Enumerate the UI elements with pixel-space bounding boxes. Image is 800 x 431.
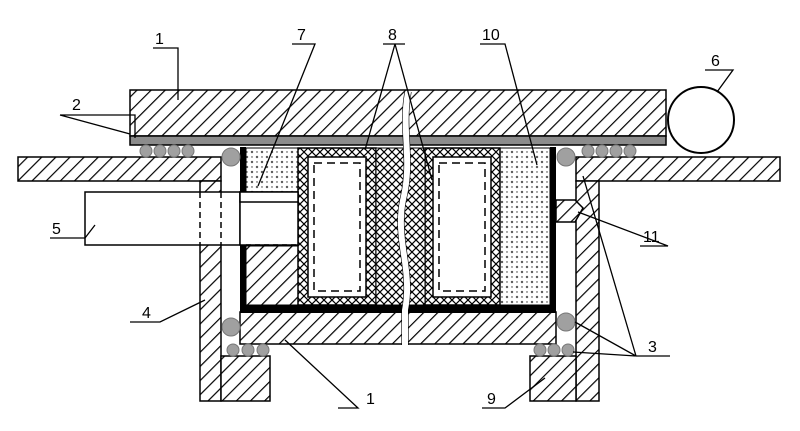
ball: [221, 147, 241, 167]
ball: [595, 144, 609, 158]
frame-right-top: [575, 156, 781, 182]
inner-container-right: [550, 147, 556, 312]
label-1-top: 1: [155, 31, 164, 48]
shaft-key: [239, 191, 299, 203]
plug-element: [555, 199, 584, 223]
ball: [153, 144, 167, 158]
roller-circle: [667, 86, 735, 154]
bottom-housing: [239, 311, 557, 345]
label-7: 7: [297, 27, 306, 44]
crack-fill: [397, 92, 411, 345]
ball: [241, 343, 255, 357]
bottom-block-right: [529, 355, 577, 402]
ball: [226, 343, 240, 357]
cell-right: [432, 156, 492, 298]
ball: [256, 343, 270, 357]
label-9: 9: [487, 391, 496, 408]
label-4: 4: [142, 305, 151, 322]
ball: [609, 144, 623, 158]
ball: [561, 343, 575, 357]
ball: [221, 317, 241, 337]
ball: [167, 144, 181, 158]
label-5: 5: [52, 221, 61, 238]
ball: [547, 343, 561, 357]
shaft-outer: [84, 191, 241, 246]
balls-group: [139, 144, 637, 357]
ball: [623, 144, 637, 158]
cell-left: [307, 156, 367, 298]
frame-left-top: [17, 156, 222, 182]
bottom-block-left: [220, 355, 271, 402]
ball: [181, 144, 195, 158]
cell-right-dashed: [438, 162, 486, 292]
label-8: 8: [388, 27, 397, 44]
label-2: 2: [72, 97, 81, 114]
ball: [139, 144, 153, 158]
label-11: 11: [643, 229, 660, 246]
inner-container-bottom: [240, 305, 556, 313]
inner-left-block: [245, 245, 299, 306]
filler-left: [245, 147, 299, 194]
frame-right-wall: [575, 180, 600, 402]
top-plate: [129, 89, 667, 137]
cell-left-dashed: [313, 162, 361, 292]
leader-lines: [50, 43, 735, 409]
label-10: 10: [482, 27, 500, 44]
label-6: 6: [711, 53, 720, 70]
label-3: 3: [648, 339, 657, 356]
thin-layer: [129, 135, 667, 146]
ball: [556, 312, 576, 332]
ball: [533, 343, 547, 357]
ball: [556, 147, 576, 167]
label-1-bottom: 1: [366, 391, 375, 408]
filler-right: [499, 147, 551, 306]
ball: [581, 144, 595, 158]
